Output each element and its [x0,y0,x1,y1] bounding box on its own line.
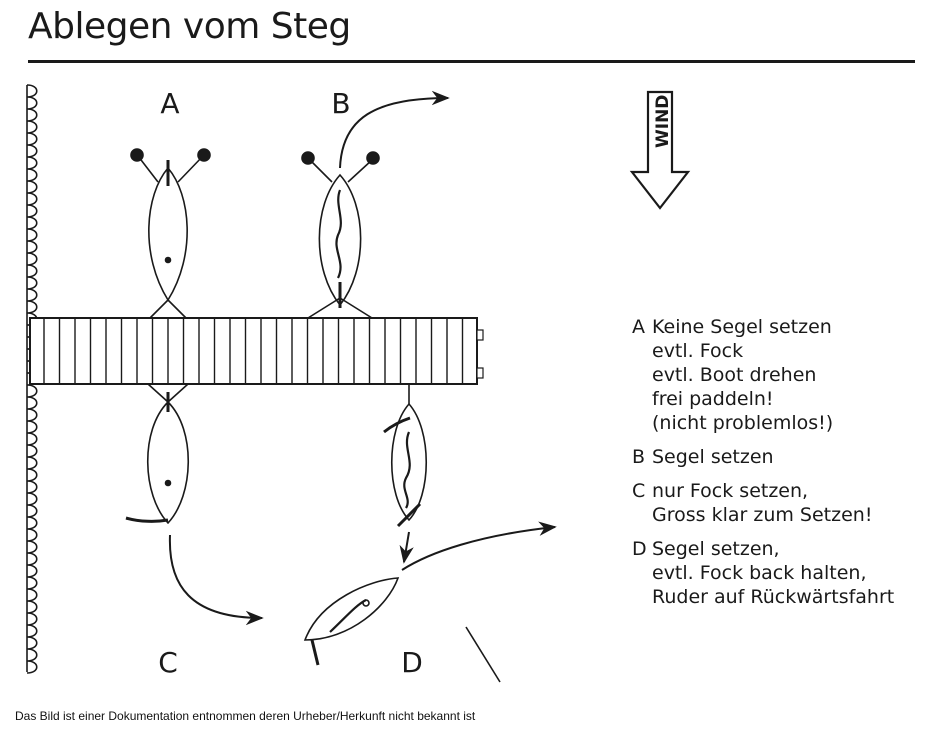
legend-line: (nicht problemlos!) [652,412,834,434]
legend-line: evtl. Boot drehen [652,364,817,386]
legend-key: B [632,446,646,468]
boat-b [301,90,450,319]
boat-a [130,148,211,319]
legend-line: Gross klar zum Setzen! [652,504,873,526]
label-c: C [158,646,178,679]
legend-key: A [632,316,645,338]
source-caption: Das Bild ist einer Dokumentation entnomm… [15,709,476,723]
legend-line: frei paddeln! [652,388,774,410]
legend-key: C [632,480,646,502]
legend-key: D [632,538,647,560]
wind-indicator: WIND [629,90,691,210]
boat-d [303,384,557,683]
legend-line: evtl. Fock [652,340,744,362]
legend-line: Keine Segel setzen [652,316,832,338]
legend-line: nur Fock setzen, [652,480,809,502]
legend-line: Segel setzen, [652,538,780,560]
title-underline [28,60,915,63]
label-b: B [331,87,350,120]
legend-line: Ruder auf Rückwärtsfahrt [652,586,895,608]
page-title: Ablegen vom Steg [28,6,351,47]
legend-line: Segel setzen [652,446,774,468]
boat-c [125,383,264,626]
pier [29,317,484,385]
label-a: A [160,87,179,120]
legend-item: B Segel setzen [632,445,894,469]
legend-line: evtl. Fock back halten, [652,562,867,584]
label-d: D [401,646,423,679]
wind-label: WIND [653,95,673,148]
